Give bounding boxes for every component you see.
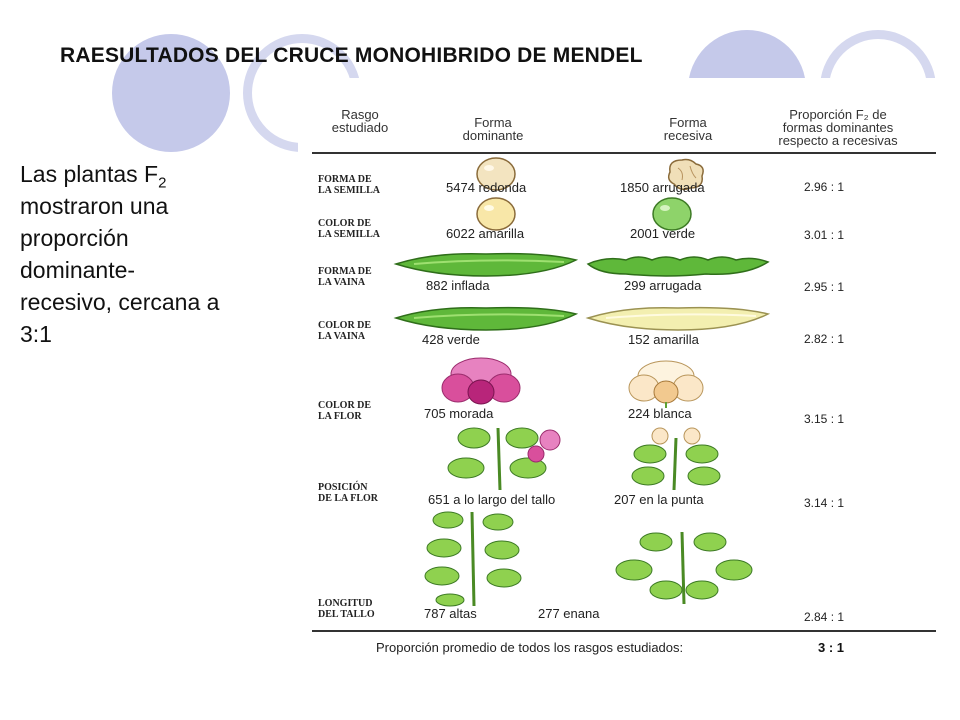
trait-label-stem-length: LONGITUD DEL TALLO xyxy=(318,598,375,620)
recessive-value-seed-color: 2001 verde xyxy=(630,226,696,241)
trait-label-flower-position: POSICIÓN DE LA FLOR xyxy=(318,482,379,504)
slide-body-text: Las plantas F2 mostraron una proporción … xyxy=(20,158,308,350)
recessive-value-pod-shape: 299 arrugada xyxy=(624,278,702,293)
average-ratio-value: 3 : 1 xyxy=(818,640,845,655)
dominant-value-flower-position: 651 a lo largo del tallo xyxy=(428,492,556,507)
ratio-flower-color: 3.15 : 1 xyxy=(804,412,845,426)
wrinkled-seed-icon xyxy=(667,158,704,191)
tall-plant-icon xyxy=(424,511,522,607)
dominant-value-pod-shape: 882 inflada xyxy=(426,278,490,293)
average-ratio-label: Proporción promedio de todos los rasgos … xyxy=(376,640,684,655)
header-divider xyxy=(312,152,936,154)
body-line-3: proporción xyxy=(20,225,129,251)
round-seed-icon xyxy=(476,157,516,191)
trait-label-seed-shape: FORMA DE LA SEMILLA xyxy=(318,174,380,196)
dominant-value-flower-color: 705 morada xyxy=(424,406,494,421)
recessive-value-seed-shape: 1850 arrugada xyxy=(620,180,705,195)
body-line-5: recesivo, cercana a xyxy=(20,289,220,315)
trait-label-pod-shape: FORMA DE LA VAINA xyxy=(318,266,372,288)
ratio-seed-color: 3.01 : 1 xyxy=(804,228,845,242)
purple-flower-icon xyxy=(441,357,521,405)
green-pod-icon xyxy=(393,306,579,331)
ratio-pod-shape: 2.95 : 1 xyxy=(804,280,845,294)
ratio-seed-shape: 2.96 : 1 xyxy=(804,180,845,194)
white-flower-icon xyxy=(628,360,704,408)
ratio-pod-color: 2.82 : 1 xyxy=(804,332,845,346)
dominant-value-stem-length: 787 altas xyxy=(424,606,477,621)
trait-label-pod-color: COLOR DE LA VAINA xyxy=(318,320,372,342)
dwarf-plant-icon xyxy=(615,531,753,605)
slide-title: RAESULTADOS DEL CRUCE MONOHIBRIDO DE MEN… xyxy=(60,44,643,67)
axial-flower-plant-icon xyxy=(447,427,561,491)
yellow-seed-icon xyxy=(476,197,516,231)
body-line-4: dominante- xyxy=(20,257,136,283)
ratio-flower-position: 3.14 : 1 xyxy=(804,496,845,510)
constricted-pod-icon xyxy=(586,256,770,277)
dominant-value-pod-color: 428 verde xyxy=(422,332,480,347)
yellow-pod-icon xyxy=(585,306,771,331)
inflated-pod-icon xyxy=(393,252,579,277)
dominant-value-seed-color: 6022 amarilla xyxy=(446,226,525,241)
recessive-value-flower-position: 207 en la punta xyxy=(614,492,704,507)
trait-label-seed-color: COLOR DE LA SEMILLA xyxy=(318,218,380,240)
terminal-flower-plant-icon xyxy=(631,427,721,491)
dominant-value-seed-shape: 5474 redonda xyxy=(446,180,527,195)
green-seed-icon xyxy=(652,197,692,231)
body-line-2: mostraron una xyxy=(20,193,169,219)
body-line-6: 3:1 xyxy=(20,321,52,347)
recessive-value-stem-length: 277 enana xyxy=(538,606,600,621)
ratio-stem-length: 2.84 : 1 xyxy=(804,610,845,624)
footer-divider xyxy=(312,630,936,632)
body-line-1: Las plantas F xyxy=(20,161,159,187)
decorative-circle-filled-left xyxy=(112,34,230,152)
recessive-value-pod-color: 152 amarilla xyxy=(628,332,699,347)
body-subscript: 2 xyxy=(158,174,167,192)
recessive-value-flower-color: 224 blanca xyxy=(628,406,692,421)
trait-label-flower-color: COLOR DE LA FLOR xyxy=(318,400,372,422)
